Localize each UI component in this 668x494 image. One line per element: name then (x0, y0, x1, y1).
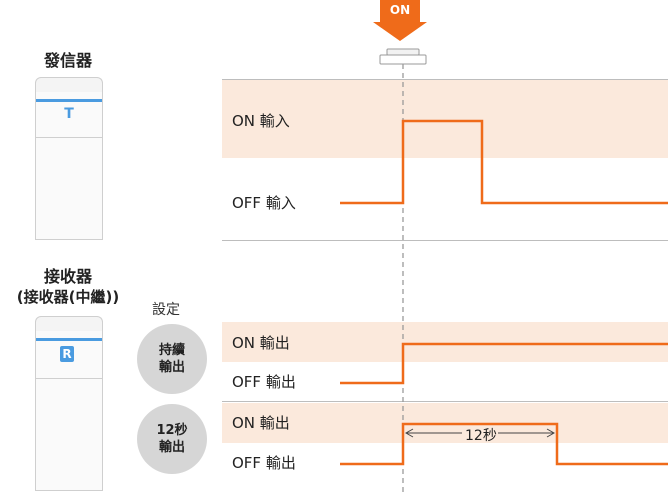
continuous-on-band (222, 322, 668, 362)
timed-off-label: OFF 輸出 (232, 454, 296, 472)
duration-label: 12秒 (465, 428, 497, 444)
top-separator (222, 79, 668, 80)
receiver-badge-icon: R (60, 346, 74, 362)
timed-mode-badge: 12秒 輸出 (137, 404, 207, 474)
receiver-stripe (36, 338, 102, 341)
duration-arrowhead-right (546, 428, 556, 438)
receiver-title-line2: (接收器(中繼)) (16, 288, 120, 306)
receiver-device: R (35, 316, 103, 491)
continuous-mode-badge: 持續 輸出 (137, 324, 207, 394)
transmitter-device: T (35, 77, 103, 240)
continuous-off-label: OFF 輸出 (232, 373, 296, 391)
receiver-cap (35, 316, 103, 331)
on-arrow-label: ON (389, 3, 411, 17)
input-off-label: OFF 輸入 (232, 194, 296, 212)
transmitter-cap (35, 77, 103, 92)
receiver-divider (36, 378, 102, 379)
input-on-label: ON 輸入 (232, 112, 290, 130)
input-on-band (222, 80, 668, 158)
transmitter-divider (36, 137, 102, 138)
middle-separator (222, 240, 668, 241)
push-button-icon (379, 48, 427, 65)
output-separator (222, 401, 668, 402)
timed-mode-line1: 12秒 (156, 423, 188, 438)
timed-output-line (340, 422, 668, 466)
on-arrow-icon (373, 0, 427, 41)
continuous-on-label: ON 輸出 (232, 334, 290, 352)
timed-mode-line2: 輸出 (158, 440, 185, 455)
transmitter-badge-icon: T (64, 106, 74, 122)
transmitter-stripe (36, 99, 102, 102)
receiver-title-line1: 接收器 (43, 267, 92, 286)
continuous-output-line (340, 342, 668, 385)
continuous-mode-line2: 輸出 (158, 360, 185, 375)
duration-arrowhead-left (404, 428, 414, 438)
timed-on-label: ON 輸出 (232, 414, 290, 432)
setting-label: 設定 (152, 302, 180, 318)
continuous-mode-line1: 持續 (158, 343, 185, 358)
input-signal-line (340, 119, 668, 205)
transmitter-title: 發信器 (43, 51, 92, 70)
